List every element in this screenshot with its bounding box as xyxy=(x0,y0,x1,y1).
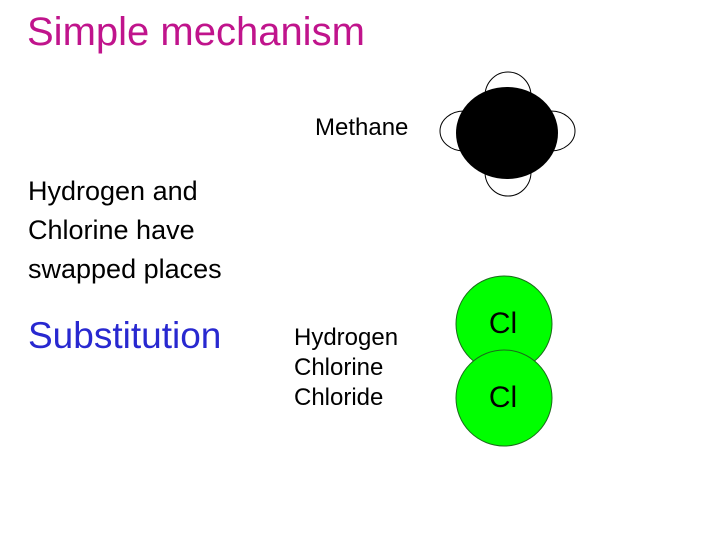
slide-title: Simple mechanism xyxy=(27,10,365,54)
chlorine-label: Chlorine xyxy=(294,354,384,381)
chloride-label: Chloride xyxy=(294,384,384,411)
chlorine-symbol-2: Cl xyxy=(488,381,518,414)
carbon-atom xyxy=(456,87,558,179)
description-text: Hydrogen and Chlorine have swapped place… xyxy=(28,176,222,284)
reaction-type-label: Substitution xyxy=(28,315,222,356)
chlorine-symbol-1: Cl xyxy=(488,307,518,340)
chlorine-atom-2 xyxy=(455,349,553,447)
hydrogen-label: Hydrogen xyxy=(294,324,399,351)
methane-label: Methane xyxy=(315,114,409,141)
